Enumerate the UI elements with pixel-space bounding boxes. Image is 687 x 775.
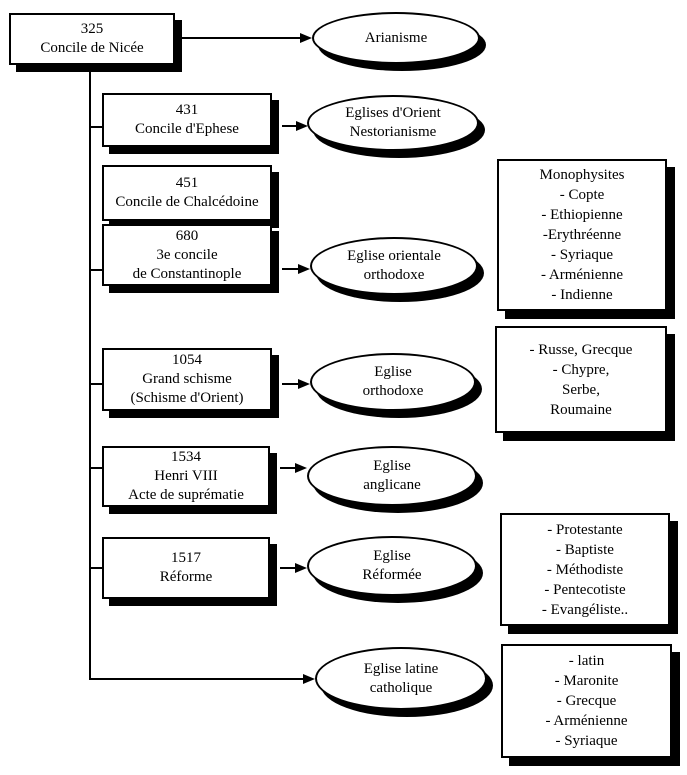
connector-431 <box>89 126 102 128</box>
church-label: Eglises d'Orient <box>345 105 441 121</box>
council-box-nicee: 325 Concile de Nicée <box>9 13 175 65</box>
church-ellipse-anglicane: Eglise anglicane <box>307 446 477 506</box>
arrow-reforme-reformee <box>280 563 307 573</box>
branch-line: Roumaine <box>550 401 612 418</box>
church-label: Réformée <box>362 567 422 583</box>
church-ellipse-arianisme: Arianisme <box>312 12 480 64</box>
council-label: Concile de Nicée <box>40 40 144 56</box>
connector-1517 <box>89 567 102 569</box>
arrow-nicee-arianisme <box>179 33 312 43</box>
branch-line: - Russe, Grecque <box>529 341 633 358</box>
council-year: 1517 <box>171 550 201 566</box>
council-label: de Constantinople <box>132 265 242 282</box>
council-box-ephese: 431 Concile d'Ephese <box>102 93 272 147</box>
connector-1054 <box>89 383 102 385</box>
council-year: 325 <box>80 21 104 37</box>
branch-line: - Syriaque <box>555 733 618 749</box>
branch-line: -Erythréenne <box>542 227 622 243</box>
church-ellipse-reformee: Eglise Réformée <box>307 536 477 596</box>
branch-line: - Baptiste <box>556 541 614 558</box>
branch-line: - Ethiopienne <box>541 207 623 223</box>
branch-box-protestantes: - Protestante - Baptiste - Méthodiste - … <box>500 513 670 626</box>
council-year: 1534 <box>171 449 201 465</box>
church-label: Eglise <box>373 458 411 474</box>
council-box-henri-viii: 1534 Henri VIII Acte de suprématie <box>102 446 270 507</box>
church-label: Eglise <box>374 364 412 380</box>
branch-line: - Arménienne <box>545 713 628 729</box>
arrowhead-icon <box>300 33 312 43</box>
council-label: Acte de suprématie <box>128 487 244 503</box>
branch-line: - Grecque <box>556 693 617 709</box>
branch-line: - Protestante <box>547 521 623 538</box>
branch-line: - latin <box>568 653 605 669</box>
church-ellipse-orientale-orthodoxe: Eglise orientale orthodoxe <box>310 237 478 295</box>
council-label: Concile de Chalcédoine <box>115 194 259 210</box>
council-box-grand-schisme: 1054 Grand schisme (Schisme d'Orient) <box>102 348 272 411</box>
arrowhead-icon <box>295 563 307 573</box>
church-label: orthodoxe <box>363 267 425 283</box>
council-year: 451 <box>175 175 199 191</box>
council-box-chalcedoine: 451 Concile de Chalcédoine <box>102 165 272 221</box>
arrowhead-icon <box>298 264 310 274</box>
church-ellipse-latine-catholique: Eglise latine catholique <box>315 647 487 710</box>
branch-box-catholiques: - latin - Maronite - Grecque - Arménienn… <box>501 644 672 758</box>
council-label: 3e concile <box>156 246 218 263</box>
arrowhead-icon <box>296 121 308 131</box>
branch-line: - Syriaque <box>550 247 614 263</box>
council-label: Concile d'Ephese <box>135 121 239 137</box>
church-ellipse-nestorianisme: Eglises d'Orient Nestorianisme <box>307 95 479 151</box>
branch-line: - Pentecotiste <box>544 581 626 598</box>
arrow-ephese-nestorianisme <box>282 121 308 131</box>
branch-line: - Indienne <box>551 287 613 303</box>
branch-line: - Evangéliste.. <box>541 601 629 618</box>
council-year: 1054 <box>172 352 202 368</box>
council-box-constantinople: 680 3e concile de Constantinople <box>102 224 272 286</box>
arrow-schisme-orthodoxe <box>282 379 310 389</box>
connector-680 <box>89 269 102 271</box>
council-box-reforme: 1517 Réforme <box>102 537 270 599</box>
branch-line: Serbe, <box>562 381 600 398</box>
branch-box-monophysites: Monophysites - Copte - Ethiopienne -Eryt… <box>497 159 667 311</box>
branch-line: Monophysites <box>539 167 625 183</box>
arrowhead-icon <box>303 674 315 684</box>
branch-line: - Chypre, <box>552 361 610 378</box>
branch-box-orthodoxes: - Russe, Grecque - Chypre, Serbe, Roumai… <box>495 326 667 433</box>
arrow-trunk-catholique <box>89 674 315 684</box>
church-label: Eglise <box>373 548 411 564</box>
church-label: catholique <box>369 679 433 696</box>
branch-line: - Maronite <box>554 673 619 689</box>
connector-1534 <box>89 467 102 469</box>
trunk-line <box>89 65 91 680</box>
council-label: Grand schisme <box>142 371 232 387</box>
arrow-henri-anglicane <box>280 463 307 473</box>
church-label: Arianisme <box>364 29 428 46</box>
branch-line: - Arménienne <box>540 267 624 283</box>
church-label: Nestorianisme <box>349 124 437 140</box>
church-label: Eglise latine <box>363 660 439 677</box>
council-label: (Schisme d'Orient) <box>130 390 244 406</box>
church-label: anglicane <box>363 477 421 493</box>
arrowhead-icon <box>298 379 310 389</box>
church-label: Eglise orientale <box>347 248 441 264</box>
council-year: 680 <box>175 227 199 244</box>
branch-line: - Copte <box>559 187 605 203</box>
church-ellipse-orthodoxe: Eglise orthodoxe <box>310 353 476 411</box>
council-label: Réforme <box>159 569 213 585</box>
arrowhead-icon <box>295 463 307 473</box>
arrow-constantinople-orientale <box>282 264 310 274</box>
branch-line: - Méthodiste <box>546 561 624 578</box>
council-year: 431 <box>175 102 199 118</box>
church-label: orthodoxe <box>362 383 424 399</box>
council-label: Henri VIII <box>154 468 218 484</box>
